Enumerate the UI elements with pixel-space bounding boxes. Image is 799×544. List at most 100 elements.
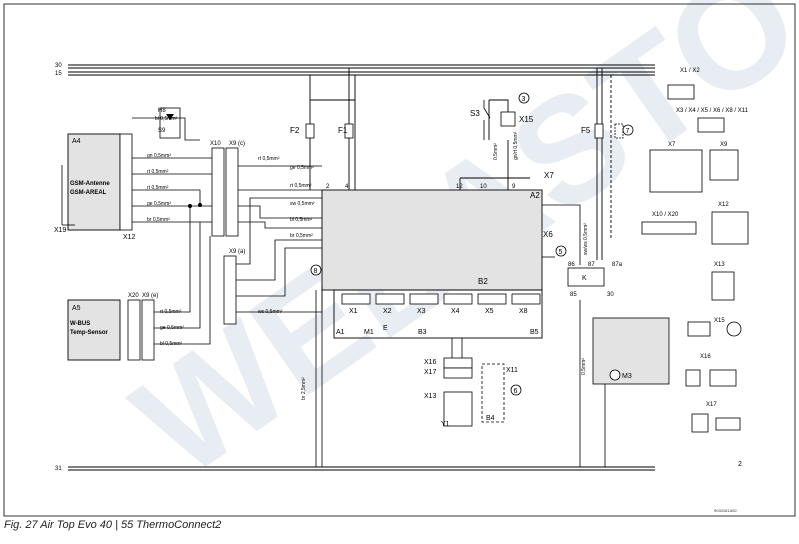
legend-x17: X17 xyxy=(706,402,717,408)
legend-x16: X16 xyxy=(700,354,711,360)
wire-label: br 0,5mm² xyxy=(147,217,170,223)
callout-5 xyxy=(555,245,567,257)
wire-label: rt 0,5mm² xyxy=(258,156,280,162)
legend-x10x20: X10 / X20 xyxy=(652,212,679,218)
legend-x9: X9 xyxy=(720,142,728,148)
label-x9c: X9 (c) xyxy=(229,141,245,147)
module-a4-line2: GSM-AREAL xyxy=(70,190,107,196)
label-x4: X4 xyxy=(451,308,460,315)
legend-x13: X13 xyxy=(714,262,725,268)
fuse-f2 xyxy=(305,123,315,139)
junction xyxy=(198,203,202,207)
wire-label: 0,5mm² xyxy=(493,143,499,160)
rail-30 xyxy=(68,64,655,69)
heater-connectors xyxy=(341,293,541,305)
wire-label: bl 0,5mm² xyxy=(160,341,183,347)
label-e: E xyxy=(383,325,388,332)
module-a5-line2: Temp-Sensor xyxy=(70,330,109,336)
legend-multi: X3 / X4 / X5 / X6 / X8 / X11 xyxy=(676,108,749,114)
label-b4: B4 xyxy=(486,415,495,422)
sheet-border xyxy=(3,3,796,517)
wire-label: ws 0,5mm² xyxy=(258,309,283,315)
pin-label: 12 xyxy=(456,184,463,190)
pin-label: 4 xyxy=(345,184,349,190)
control-unit-a2 xyxy=(321,189,543,291)
wire-label: rt 0,5mm² xyxy=(160,309,182,315)
legend-x12: X12 xyxy=(718,202,729,208)
label-x9a: X9 (a) xyxy=(229,249,245,255)
wire-label: br 2,5mm² xyxy=(301,377,307,400)
legend-connectors xyxy=(641,84,749,433)
wire-label: ge 0,5mm² xyxy=(160,325,184,331)
callout-3 xyxy=(518,92,530,104)
callout-7 xyxy=(622,124,634,136)
callout-7-text: 7 xyxy=(626,128,630,135)
label-x3: X3 xyxy=(417,308,426,315)
module-a4 xyxy=(67,133,121,231)
rail-31-label: 31 xyxy=(55,466,62,472)
label-m1: M1 xyxy=(364,329,374,336)
legend-x1x2: X1 / X2 xyxy=(680,68,700,74)
fuse-f7 xyxy=(614,123,624,139)
connector-x9c xyxy=(225,147,239,237)
label-x9e: X9 (e) xyxy=(142,293,158,299)
label-x11: X11 xyxy=(506,367,518,374)
switch-s3 xyxy=(483,100,491,140)
label-k: K xyxy=(582,275,587,282)
connector-x9e xyxy=(141,299,155,361)
wire-label: br 0,5mm² xyxy=(290,233,313,239)
connector-x10 xyxy=(211,147,225,237)
label-x8: X8 xyxy=(519,308,528,315)
label-x17: X17 xyxy=(424,369,437,376)
rail-31 xyxy=(68,466,655,471)
legend-x15: X15 xyxy=(714,318,725,324)
indicator-h8-s9 xyxy=(159,107,181,139)
rail-15-label: 15 xyxy=(55,71,62,77)
label-x19: X19 xyxy=(54,227,67,234)
wire-label: sw/ws 0,5mm² xyxy=(583,223,589,255)
label-x16: X16 xyxy=(424,359,437,366)
module-a5-line1: W-BUS xyxy=(70,321,90,327)
label-s3: S3 xyxy=(470,109,480,118)
label-m3: M3 xyxy=(622,373,632,380)
wire-label: bl 0,5mm² xyxy=(290,217,313,223)
label-x10: X10 xyxy=(210,141,221,147)
pin-87: 87 xyxy=(588,262,595,268)
junction xyxy=(188,204,192,208)
connector-x15 xyxy=(500,111,516,127)
fuse-f2-label: F2 xyxy=(290,126,300,135)
label-a2: A2 xyxy=(530,191,540,200)
label-x7: X7 xyxy=(544,171,554,180)
relay-k xyxy=(567,267,605,287)
label-h8: H8 xyxy=(158,108,166,114)
pin-86: 86 xyxy=(568,262,575,268)
callout-5-text: 5 xyxy=(559,249,563,256)
label-x15: X15 xyxy=(519,115,534,124)
fuse-f5-label: F5 xyxy=(581,126,591,135)
wire-label: 0,5mm² xyxy=(581,358,587,375)
label-x13: X13 xyxy=(424,393,437,400)
wire-label: rt 0,5mm² xyxy=(290,183,312,189)
pin-87a: 87a xyxy=(612,262,623,268)
connector-x16 xyxy=(443,357,473,369)
connector-x20 xyxy=(127,299,141,361)
fuse-f1 xyxy=(344,123,354,139)
label-s9: S9 xyxy=(158,128,166,134)
sensor-b4 xyxy=(481,363,505,423)
label-b5: B5 xyxy=(530,329,539,336)
callout-3-text: 3 xyxy=(522,96,526,103)
motor-m3-icon xyxy=(609,369,621,381)
legend-x7: X7 xyxy=(668,142,676,148)
wire-label: ge 0,5mm² xyxy=(147,201,171,207)
pin-label: 10 xyxy=(480,184,487,190)
callout-6-text: 6 xyxy=(514,388,518,395)
wire-label: rt 0,5mm² xyxy=(147,185,169,191)
rail-15 xyxy=(68,71,655,76)
fuse-f5 xyxy=(594,123,604,139)
wire-label: gn/rt 0,5mm² xyxy=(513,131,519,160)
callout-8-text: 8 xyxy=(314,268,318,275)
fuse-f1-label: F1 xyxy=(338,126,348,135)
connector-x9a xyxy=(223,255,237,325)
